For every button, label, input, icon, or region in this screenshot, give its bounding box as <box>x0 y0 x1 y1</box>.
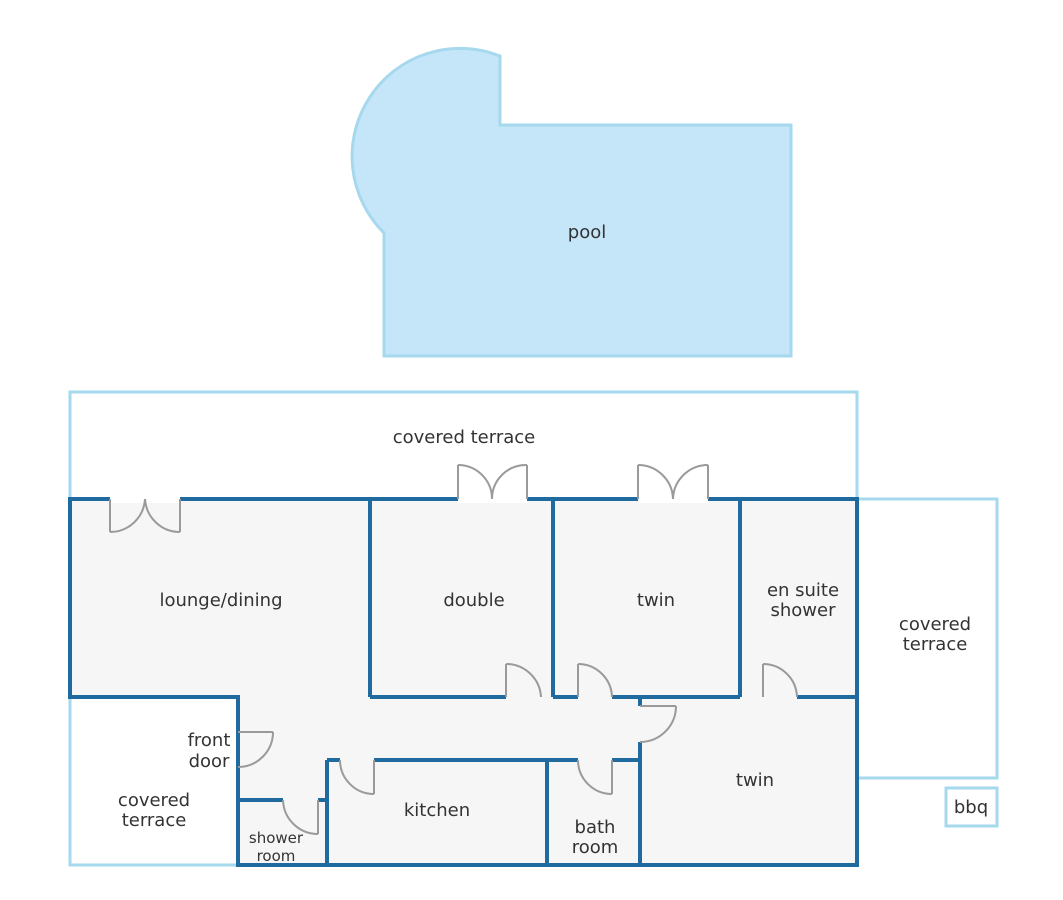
twin-top-label: twin <box>637 590 675 611</box>
door-kitchen <box>339 759 375 795</box>
terrace-left-outline <box>68 695 240 867</box>
double-label: double <box>443 590 504 611</box>
bbq-outline <box>944 786 999 828</box>
front-door-label-1: front <box>188 730 231 751</box>
lounge-dining-label: lounge/dining <box>159 590 282 611</box>
bbq-label: bbq <box>954 797 988 818</box>
covered-terrace-right-label-2: terrace <box>903 634 968 655</box>
door-lounge <box>109 498 181 534</box>
door-twin-top <box>577 663 613 698</box>
door-double-terrace <box>457 463 528 500</box>
door-twin-bottom <box>639 705 677 743</box>
front-door-label-2: door <box>189 751 230 772</box>
kitchen-label: kitchen <box>404 800 470 821</box>
house-floor <box>70 499 857 865</box>
covered-terrace-right-label-1: covered <box>899 614 971 635</box>
interior-walls <box>236 499 857 865</box>
door-double <box>505 662 542 698</box>
shower-room-label-1: shower <box>249 829 304 847</box>
twin-bottom-label: twin <box>736 770 774 791</box>
covered-terrace-left-label-1: covered <box>118 790 190 811</box>
en-suite-label-1: en suite <box>767 580 839 601</box>
covered-terrace-top-label: covered terrace <box>393 427 535 448</box>
door-en-suite <box>762 663 798 698</box>
shower-room-label-2: room <box>257 847 296 865</box>
door-shower-room <box>282 799 319 835</box>
door-twin-terrace <box>637 464 709 500</box>
door-front <box>237 731 274 768</box>
bath-room-label-1: bath <box>575 817 616 838</box>
bath-room-label-2: room <box>572 837 619 858</box>
en-suite-label-2: shower <box>771 600 837 621</box>
pool <box>350 46 793 358</box>
door-bath <box>577 759 613 795</box>
pool-label: pool <box>568 222 606 243</box>
covered-terrace-left-label-2: terrace <box>122 810 187 831</box>
